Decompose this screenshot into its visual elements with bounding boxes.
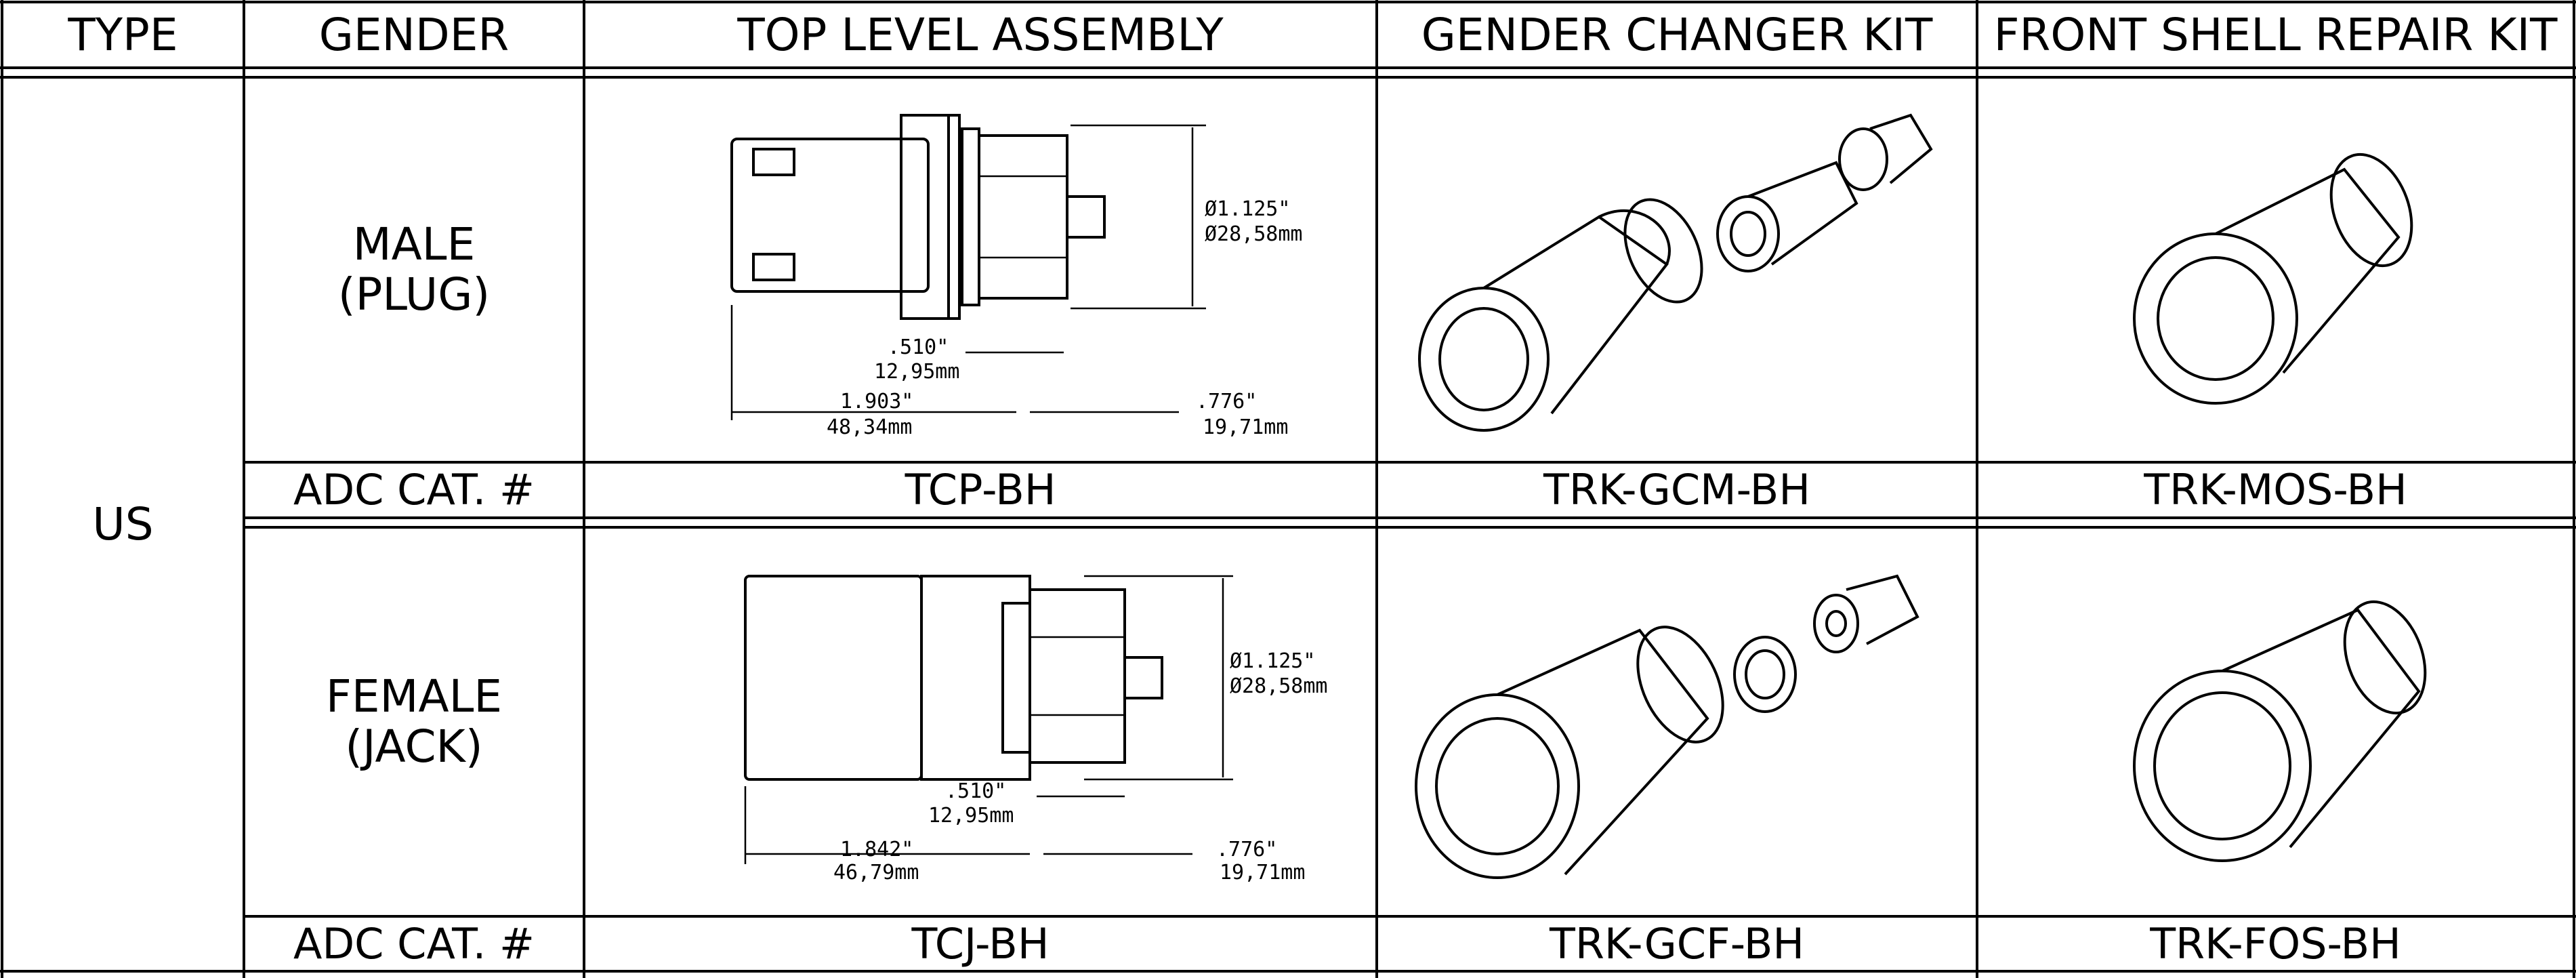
gender-female-line1: FEMALE — [325, 670, 503, 723]
cat-tcj-bh: TCJ-BH — [911, 918, 1050, 969]
cat-trk-gcf-bh: TRK-GCF-BH — [1549, 918, 1805, 969]
cat-trk-fos-bh: TRK-FOS-BH — [2150, 918, 2401, 969]
female-b-mm: 46,79mm — [833, 861, 919, 884]
adc-cat-label-female: ADC CAT. # — [293, 918, 535, 969]
male-b-in: 1.903" — [840, 390, 913, 413]
female-a-mm: 12,95mm — [928, 804, 1014, 828]
male-plug-dimension-drawing: Ø1.125" Ø28,58mm .510" 12,95mm 1.903" 48… — [705, 102, 1355, 454]
gender-male-line2: (PLUG) — [337, 268, 491, 321]
male-c-in: .776" — [1196, 390, 1257, 413]
adc-cat-label-male: ADC CAT. # — [293, 465, 535, 515]
male-a-mm: 12,95mm — [874, 360, 959, 384]
male-a-in: .510" — [888, 335, 949, 359]
type-value: US — [92, 497, 154, 550]
gender-female: FEMALE (JACK) — [244, 527, 584, 916]
male-b-mm: 48,34mm — [827, 415, 912, 439]
female-dia-in: Ø1.125" — [1230, 649, 1315, 673]
header-gender-changer-kit: GENDER CHANGER KIT — [1421, 8, 1933, 61]
female-c-mm: 19,71mm — [1220, 861, 1305, 884]
header-top-level-assembly: TOP LEVEL ASSEMBLY — [737, 8, 1224, 61]
male-dia-in: Ø1.125" — [1205, 197, 1290, 221]
front-shell-repair-kit-male-illustration — [2100, 115, 2453, 441]
cat-trk-gcm-bh: TRK-GCM-BH — [1543, 465, 1810, 515]
female-b-in: 1.842" — [840, 838, 913, 861]
female-jack-dimension-drawing: Ø1.125" Ø28,58mm .510" 12,95mm 1.842" 46… — [718, 563, 1369, 901]
gender-male: MALE (PLUG) — [244, 77, 584, 462]
gender-changer-kit-female-illustration — [1396, 542, 1958, 908]
female-c-in: .776" — [1216, 838, 1277, 861]
header-type: TYPE — [68, 8, 178, 61]
header-gender: GENDER — [318, 8, 510, 61]
female-dia-mm: Ø28,58mm — [1230, 674, 1328, 698]
male-c-mm: 19,71mm — [1203, 415, 1288, 439]
gender-female-line2: (JACK) — [345, 720, 483, 773]
front-shell-repair-kit-female-illustration — [2100, 563, 2453, 888]
cat-tcp-bh: TCP-BH — [905, 465, 1056, 515]
male-dia-mm: Ø28,58mm — [1205, 222, 1303, 246]
header-front-shell-repair-kit: FRONT SHELL REPAIR KIT — [1993, 8, 2558, 61]
gender-changer-kit-male-illustration — [1396, 88, 1958, 454]
gender-male-line1: MALE — [352, 218, 476, 271]
female-a-in: .510" — [945, 779, 1006, 803]
cat-trk-mos-bh: TRK-MOS-BH — [2144, 465, 2407, 515]
